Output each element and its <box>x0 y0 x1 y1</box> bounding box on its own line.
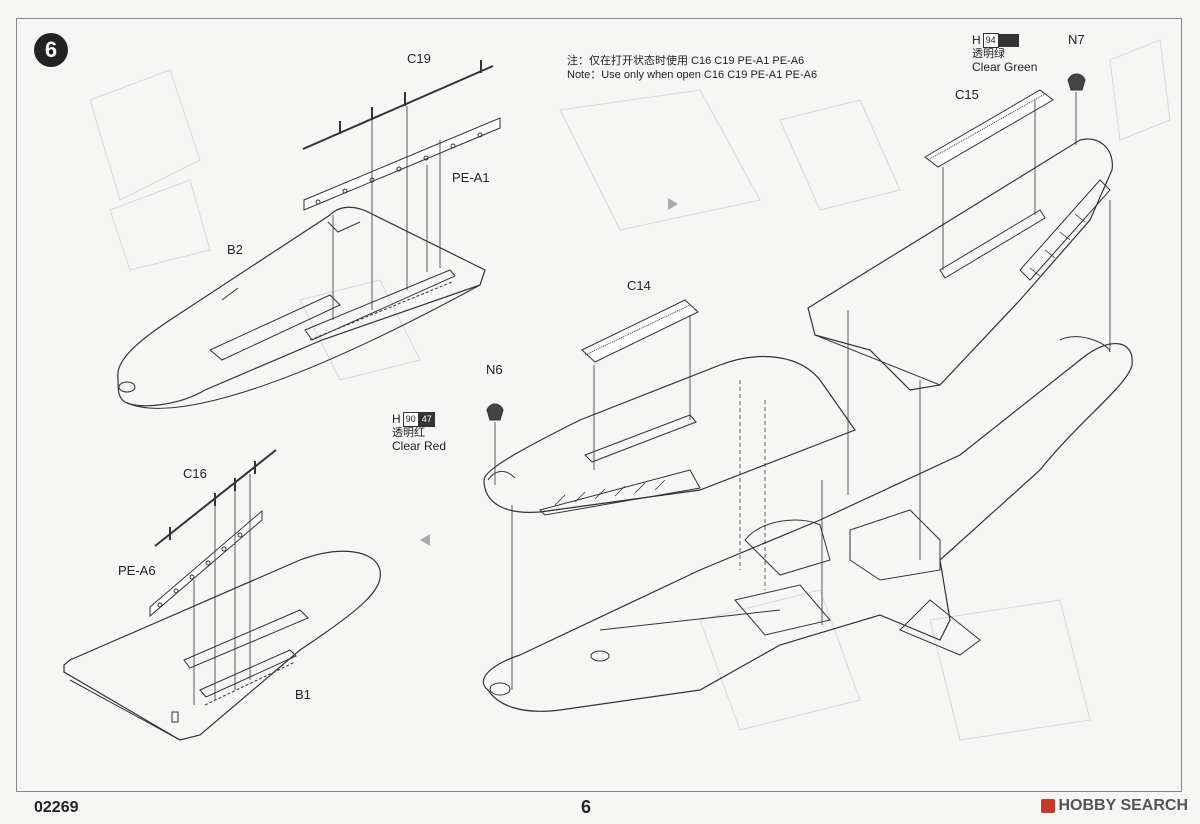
part-label-c19: C19 <box>407 51 431 66</box>
n7-light-drawing <box>1067 73 1086 91</box>
watermark: HOBBY SEARCH <box>1040 797 1189 815</box>
wing-b1-drawing <box>63 550 382 741</box>
paint-code-box: 90 <box>402 412 419 427</box>
center-guide-lines <box>494 92 1111 690</box>
paint-name-english: Clear Red <box>392 439 447 453</box>
pe-a1-strip-drawing <box>303 117 501 211</box>
paint-swatch-dark <box>998 34 1019 47</box>
c16-rod-drawing <box>154 449 277 547</box>
watermark-text: HOBBY SEARCH <box>1058 797 1189 814</box>
paint-name-chinese: 透明绿 <box>972 48 1005 60</box>
pe-a6-strip-drawing <box>149 509 263 618</box>
upper-left-guide-lines <box>332 106 441 320</box>
paint-code-dark: 47 <box>418 412 435 427</box>
open-position-note: 注：仅在打开状态时使用 C16 C19 PE-A1 PE-A6 Note：Use… <box>567 54 817 82</box>
c15-part-drawing <box>924 89 1054 168</box>
c19-rod-drawing <box>302 60 494 150</box>
direction-arrow-icon <box>668 198 678 210</box>
paint-name-english: Clear Green <box>972 60 1038 74</box>
note-english: Note：Use only when open C16 C19 PE-A1 PE… <box>567 69 818 81</box>
wing-b2-drawing <box>117 206 486 409</box>
part-label-b2: B2 <box>227 242 243 257</box>
aircraft-fuselage-drawing <box>482 336 1133 712</box>
part-label-pe-a1: PE-A1 <box>452 170 490 185</box>
wing-right-drawing <box>807 138 1113 391</box>
paint-callout-clear-red: H 90 47 透明红 Clear Red <box>392 412 446 453</box>
c14-part-drawing <box>581 299 699 363</box>
note-chinese: 注：仅在打开状态时使用 C16 C19 PE-A1 PE-A6 <box>567 55 805 67</box>
paint-name-chinese: 透明红 <box>392 427 425 439</box>
background-ghost-sketch <box>89 39 1171 741</box>
paint-prefix: H <box>972 33 981 47</box>
page-number: 6 <box>581 797 592 817</box>
paint-callout-clear-green: H 94 透明绿 Clear Green <box>972 33 1037 74</box>
part-label-c15: C15 <box>955 87 979 102</box>
wing-center-drawing <box>483 355 856 516</box>
part-label-b1: B1 <box>295 687 311 702</box>
part-label-n7: N7 <box>1068 32 1085 47</box>
paint-code-box: 94 <box>982 33 999 48</box>
part-label-c16: C16 <box>183 466 207 481</box>
step-number-badge: 6 <box>34 33 68 67</box>
kit-number: 02269 <box>34 799 79 816</box>
paint-prefix: H <box>392 412 401 426</box>
n6-light-drawing <box>486 403 504 421</box>
part-label-n6: N6 <box>486 362 503 377</box>
part-label-pe-a6: PE-A6 <box>118 563 156 578</box>
part-label-c14: C14 <box>627 278 651 293</box>
page-border <box>16 18 1182 792</box>
watermark-logo-icon <box>1040 799 1055 813</box>
lower-left-guide-lines <box>193 474 251 705</box>
direction-arrow-icon <box>420 534 430 546</box>
